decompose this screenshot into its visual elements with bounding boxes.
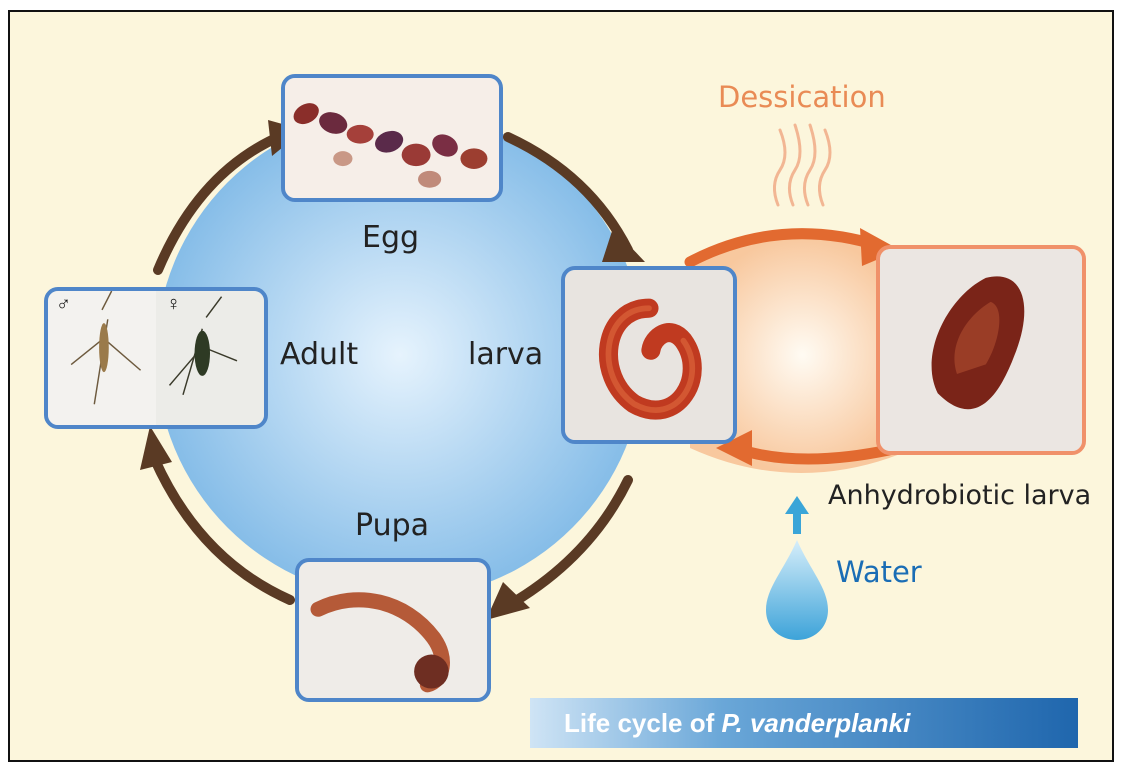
up-arrow-icon bbox=[785, 496, 809, 534]
arrowhead-pupa-to-adult bbox=[140, 426, 172, 470]
heat-waves-icon bbox=[774, 125, 830, 205]
caption-prefix: Life cycle of bbox=[564, 708, 722, 739]
caption-species: P. vanderplanki bbox=[722, 708, 911, 739]
adult-label: Adult bbox=[280, 337, 358, 372]
larva-label: larva bbox=[468, 337, 543, 372]
caption-banner: Life cycle of P. vanderplanki bbox=[530, 698, 1078, 748]
water-drop-icon bbox=[766, 540, 828, 640]
male-symbol: ♂ bbox=[56, 293, 71, 316]
female-symbol: ♀ bbox=[166, 293, 181, 316]
egg-photo bbox=[281, 74, 503, 202]
pupa-label: Pupa bbox=[355, 508, 429, 543]
anhydrobiotic-larva-photo bbox=[876, 245, 1086, 455]
adult-photo: ♂ ♀ bbox=[44, 287, 268, 429]
dessication-label: Dessication bbox=[718, 80, 886, 114]
larva-photo bbox=[561, 266, 737, 444]
egg-label: Egg bbox=[362, 220, 419, 255]
water-label: Water bbox=[836, 555, 922, 589]
anhydrobiotic-larva-label: Anhydrobiotic larva bbox=[828, 480, 1091, 511]
pupa-photo bbox=[295, 558, 491, 702]
